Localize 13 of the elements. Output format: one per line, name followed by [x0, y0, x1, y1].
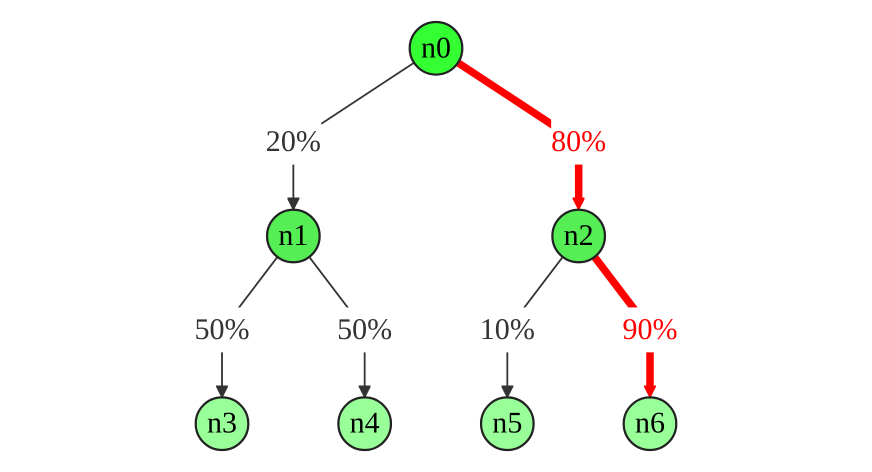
edge-label: 50%	[194, 313, 250, 346]
edge-label: 90%	[622, 313, 678, 346]
edge-label: 20%	[266, 126, 321, 159]
node-circle: n2	[551, 208, 606, 264]
edge-label: 80%	[551, 126, 606, 159]
node-circle: n6	[622, 396, 678, 452]
node-circle: n4	[337, 396, 392, 452]
node-circle: n5	[480, 396, 535, 452]
node-circle: n0	[408, 20, 464, 76]
node-circle: n1	[266, 208, 321, 264]
edge-label: 50%	[337, 313, 392, 346]
node-circle: n3	[194, 396, 250, 452]
edge-label: 10%	[480, 313, 535, 346]
